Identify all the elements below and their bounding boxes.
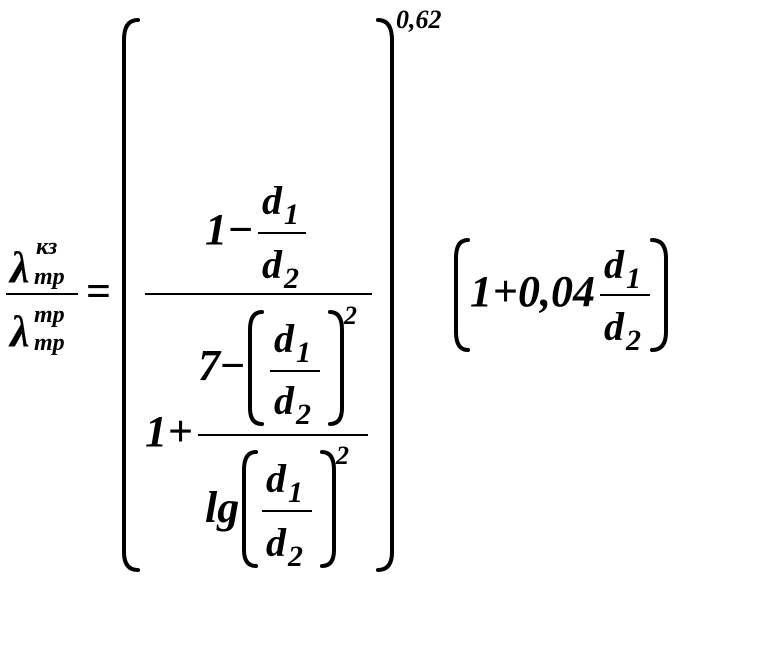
factor-d2: d [604,304,625,349]
num-minus: − [228,205,253,254]
equals-sign: = [86,267,111,316]
main-denominator: 1 + 7 − d 1 d 2 2 lg d 1 d 2 2 [145,301,368,573]
lambda-denominator-sup: тр [34,302,65,328]
lg-label: lg [205,483,239,532]
inner-minus: − [220,341,245,390]
inner-num-d1-sub: 1 [296,336,311,369]
num-d1: d [262,178,283,223]
factor-left-paren [454,238,470,352]
outer-right-paren [376,18,394,572]
right-factor: 1 + 0,04 d 1 d 2 [454,238,668,357]
factor-d1: d [604,242,625,287]
factor-coef: 0,04 [518,267,595,316]
inner-den-d1: d [266,456,287,501]
inner-num-power: 2 [343,301,357,330]
factor-right-paren [650,238,668,352]
inner-den-d2-sub: 2 [287,540,303,573]
inner-den-d1-sub: 1 [288,476,303,509]
lambda-numerator-sup: кз [36,234,57,260]
inner-seven: 7 [198,341,222,390]
inner-num-left-paren [248,310,264,426]
inner-den-right-paren [320,450,336,568]
den-one: 1 [145,407,167,456]
lambda-denominator-sub: тр [34,330,65,356]
den-plus: + [168,407,193,456]
inner-num-d2: d [274,378,295,423]
inner-den-d2: d [266,520,287,565]
num-d1-sub: 1 [284,198,299,231]
lhs-ratio: λ кз тр λ тр тр [6,234,78,356]
lambda-numerator-sub: тр [34,264,65,290]
factor-one: 1 [470,267,492,316]
num-d2: d [262,242,283,287]
lambda-numerator: λ [8,243,30,292]
outer-exponent: 0,62 [396,5,442,34]
inner-num-d1: d [274,316,295,361]
inner-num-d2-sub: 2 [295,398,311,431]
inner-num-right-paren [328,310,344,426]
factor-d1-sub: 1 [626,262,641,295]
inner-den-power: 2 [335,441,349,470]
outer-left-paren [122,18,140,572]
num-one: 1 [205,205,227,254]
main-numerator: 1 − d 1 d 2 [205,178,306,295]
factor-d2-sub: 2 [625,324,641,357]
inner-den-left-paren [242,450,258,568]
num-d2-sub: 2 [283,262,299,295]
factor-plus: + [493,267,518,316]
lambda-denominator: λ [8,307,30,356]
